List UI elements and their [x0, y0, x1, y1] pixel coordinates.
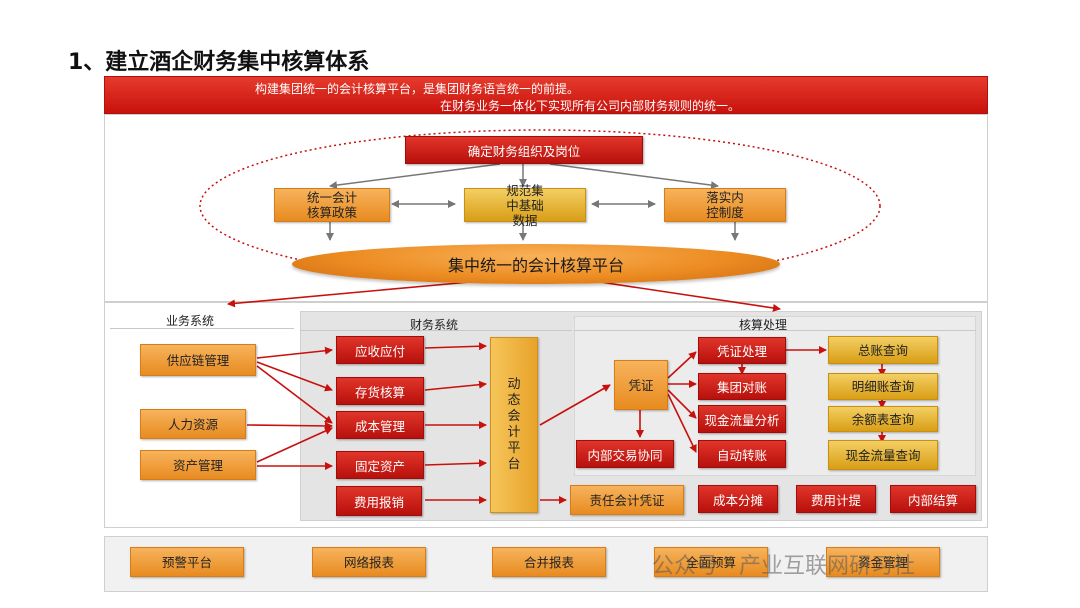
footer-fund-management: 资金管理: [826, 547, 940, 577]
finance-item-fixed-assets: 固定资产: [336, 451, 424, 479]
page-title: 1、建立酒企财务集中核算体系: [68, 50, 370, 75]
query-detail-ledger: 明细账查询: [828, 373, 938, 400]
bottom-cost-allocation: 成本分摊: [698, 485, 778, 513]
accounting-platform: 集中统一的会计核算平台: [292, 244, 780, 284]
finance-header-line: [300, 330, 572, 331]
banner-line-2: 在财务业务一体化下实现所有公司内部财务规则的统一。: [440, 99, 741, 113]
responsibility-voucher-box: 责任会计凭证: [570, 485, 684, 515]
dynamic-platform: 动态会计平台: [490, 337, 538, 513]
business-item-assets: 资产管理: [140, 450, 256, 480]
dynamic-platform-label: 动态会计平台: [507, 377, 521, 472]
query-cashflow: 现金流量查询: [828, 440, 938, 470]
accounting-header-line: [574, 330, 976, 331]
finance-item-cost: 成本管理: [336, 411, 424, 439]
control-box: 落实内控制度: [664, 188, 786, 222]
finance-item-inventory: 存货核算: [336, 377, 424, 405]
bottom-internal-settlement: 内部结算: [890, 485, 976, 513]
section-finance: 财务系统: [410, 318, 459, 332]
business-item-supply-chain: 供应链管理: [140, 344, 256, 376]
footer-budget: 全面预算: [654, 547, 768, 577]
policy-box: 统一会计核算政策: [274, 188, 390, 222]
query-balance-sheet: 余额表查询: [828, 406, 938, 432]
voucher-box: 凭证: [614, 360, 668, 410]
watermark-text: 公众号 · 产业互联网研习社: [652, 554, 915, 579]
accounting-item-voucher-processing: 凭证处理: [698, 337, 786, 364]
section-accounting: 核算处理: [739, 318, 788, 332]
accounting-item-cashflow-analysis: 现金流量分析: [698, 405, 786, 433]
banner-line-1: 构建集团统一的会计核算平台，是集团财务语言统一的前提。: [255, 82, 580, 96]
footer-consolidated-report: 合并报表: [492, 547, 606, 577]
accounting-item-reconciliation: 集团对账: [698, 373, 786, 400]
basedata-box: 规范集中基础数据: [464, 183, 586, 228]
business-header-line: [110, 328, 294, 329]
internal-trade-box: 内部交易协同: [576, 440, 674, 468]
footer-warning-platform: 预警平台: [130, 547, 244, 577]
footer-network-report: 网络报表: [312, 547, 426, 577]
finance-item-expense: 费用报销: [336, 486, 422, 516]
finance-item-receivables: 应收应付: [336, 336, 424, 364]
business-item-hr: 人力资源: [140, 409, 246, 439]
bottom-expense-accrual: 费用计提: [796, 485, 876, 513]
accounting-item-auto-transfer: 自动转账: [698, 440, 786, 468]
section-business: 业务系统: [166, 314, 215, 328]
org-box: 确定财务组织及岗位: [405, 136, 643, 164]
query-general-ledger: 总账查询: [828, 336, 938, 364]
intro-banner: [104, 76, 988, 114]
